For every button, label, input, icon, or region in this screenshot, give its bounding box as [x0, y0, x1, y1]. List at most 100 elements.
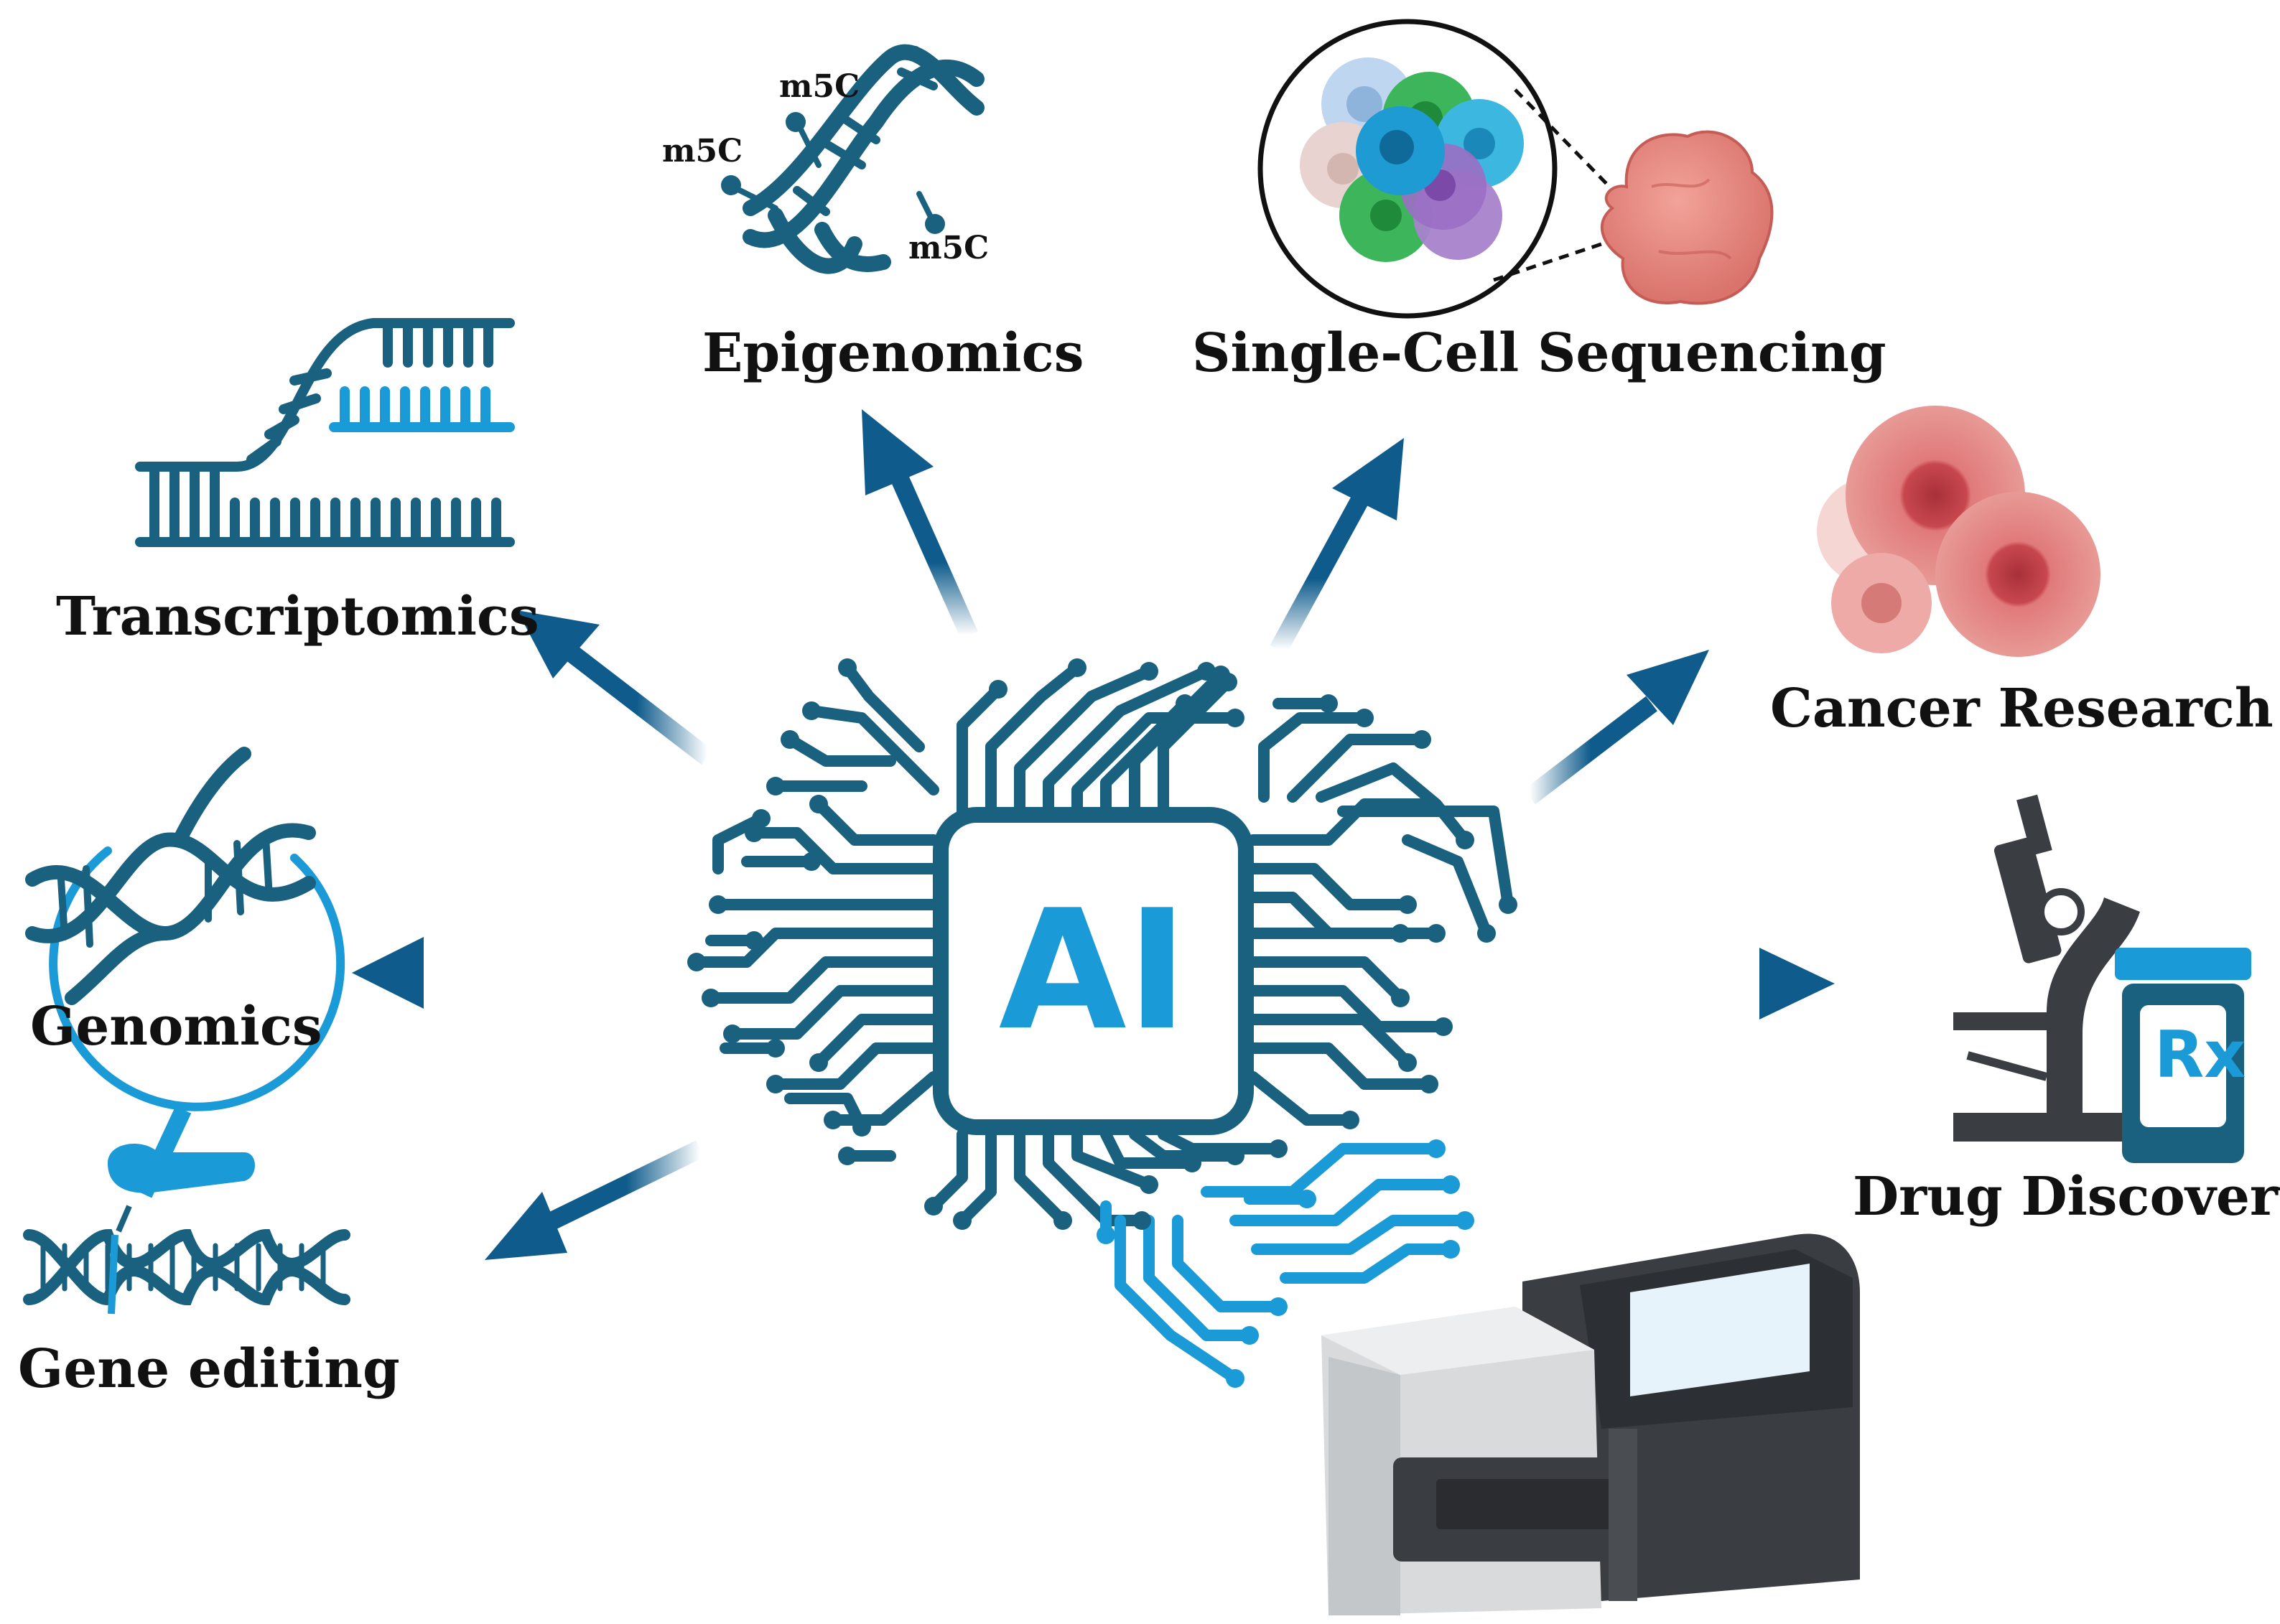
circuit-node: [1219, 673, 1237, 691]
circuit-trace: [705, 956, 939, 1004]
circuit-trace: [1247, 863, 1413, 910]
arrow-to-cancer: [1524, 650, 1709, 805]
circuit-brain-icon: [687, 658, 1517, 1388]
circuit-node: [809, 1053, 828, 1072]
circuit-node: [752, 809, 771, 828]
ai-label: AI: [998, 874, 1188, 1067]
circuit-trace: [813, 798, 939, 846]
circuit-node: [702, 989, 720, 1007]
arrow-to-epigenomics: [862, 409, 978, 640]
circuit-trace: [1100, 1129, 1198, 1169]
dna-rung: [897, 67, 938, 90]
single-cell-label: Single-Cell Sequencing: [1192, 322, 1886, 384]
circuit-node: [924, 1197, 943, 1215]
circuit-trace: [1247, 985, 1449, 1032]
circuit-trace: [748, 827, 939, 874]
circuit-node: [766, 1039, 785, 1058]
dna-rung: [839, 114, 880, 144]
circuit-node: [1427, 924, 1446, 943]
circuit-node: [1398, 895, 1417, 914]
m5c-label-1: m5C: [779, 68, 860, 105]
circuit-trace: [1402, 834, 1492, 939]
circuit-node: [1398, 1053, 1417, 1072]
circuit-node: [838, 658, 857, 677]
circuit-trace: [1247, 1071, 1356, 1126]
circuit-node: [852, 1118, 871, 1137]
genomics-dna-icon: [25, 747, 345, 1111]
circuit-node: [1140, 1175, 1158, 1194]
circuit-node: [1226, 709, 1244, 727]
circuit-node: [1269, 1139, 1288, 1158]
circuit-node: [1183, 1154, 1201, 1172]
dna-strand: [23, 1229, 350, 1306]
circuit-trace: [1071, 1129, 1155, 1190]
circuit-node: [953, 1211, 972, 1230]
circuit-trace: [1115, 1215, 1241, 1384]
circuit-node: [1477, 924, 1496, 943]
microscope-icon: [1953, 794, 2140, 1142]
circuit-node: [1097, 1226, 1115, 1244]
rna-base-tick: [264, 415, 299, 439]
dna-rung: [822, 139, 866, 169]
circuit-trace: [1251, 1215, 1471, 1255]
circuit-trace: [1201, 1143, 1442, 1198]
circuit-trace: [1280, 1243, 1456, 1284]
circuit-trace: [1143, 1215, 1255, 1341]
circuit-node: [1319, 694, 1338, 713]
circuit-node: [1391, 989, 1410, 1007]
circuit-trace: [957, 683, 1004, 817]
circuit-node: [687, 953, 706, 971]
gene-editing-label: Gene editing: [18, 1338, 400, 1400]
dna-rung: [233, 840, 244, 915]
circuit-trace: [1247, 956, 1406, 1004]
circuit-node: [745, 823, 763, 842]
genomics-label: Genomics: [30, 996, 322, 1058]
circuit-node: [1499, 895, 1517, 914]
circuit-node: [723, 1025, 742, 1043]
circuit-trace: [784, 1093, 867, 1133]
rna-icon: [135, 318, 515, 547]
circuit-node: [1413, 730, 1431, 749]
ai-chip: [933, 807, 1254, 1135]
arrow-to-genomics: [352, 937, 596, 1009]
drug-discovery-label: Drug Discovery: [1853, 1166, 2280, 1228]
arrow-to-gene-editing: [485, 1140, 704, 1260]
circuit-trace: [1247, 1014, 1413, 1068]
circuit-trace: [1014, 1129, 1069, 1226]
circuit-node: [1441, 1240, 1460, 1259]
circuit-node: [781, 730, 799, 749]
circuit-node: [1441, 1175, 1460, 1194]
circuit-node: [1391, 924, 1410, 943]
tumor-icon: [1600, 130, 1774, 305]
circuit-trace: [1158, 676, 1234, 817]
dna-rung: [57, 876, 68, 941]
circuit-node: [1456, 1211, 1474, 1230]
circuit-node: [1068, 658, 1087, 677]
circuit-trace: [770, 1042, 939, 1090]
pen-icon: [108, 1106, 255, 1233]
rna-base-tick: [279, 393, 321, 414]
circuit-node: [1226, 1369, 1244, 1388]
circuit-trace: [784, 734, 896, 767]
circuit-node: [989, 680, 1008, 699]
circuit-trace: [985, 662, 1083, 817]
dna-rung: [262, 833, 273, 901]
circuit-trace: [1129, 1129, 1241, 1162]
circuit-trace: [1258, 712, 1370, 803]
circuit-trace: [1287, 734, 1428, 803]
dna-icon: [721, 44, 985, 274]
circuit-trace: [1316, 762, 1471, 846]
arrows: [352, 409, 1835, 1260]
circuit-trace: [1337, 806, 1514, 910]
circuit-node: [1420, 795, 1438, 813]
circuit-node: [802, 701, 821, 720]
circuit-trace: [712, 813, 767, 874]
circuit-trace: [1229, 1179, 1456, 1226]
gene-editing-icon: [23, 1106, 350, 1315]
circuit-trace: [1158, 1129, 1284, 1154]
rx-label: Rx: [2154, 1017, 2246, 1093]
circuit-node: [1176, 694, 1194, 713]
circuit-node: [824, 1111, 842, 1129]
